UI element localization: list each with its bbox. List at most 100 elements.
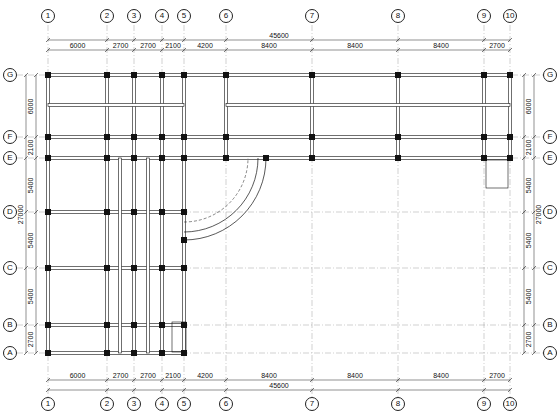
beam	[224, 75, 227, 158]
axis-bubble: 1	[41, 9, 55, 23]
column	[181, 134, 187, 140]
dimension-tick	[522, 210, 526, 214]
dimension-tick	[46, 48, 50, 52]
column	[309, 155, 315, 161]
dimension-tick	[160, 388, 164, 392]
dimension-tick	[160, 378, 164, 382]
dimension-text: 8400	[432, 42, 450, 49]
axis-bubble: F	[3, 130, 17, 144]
curved-beam	[184, 158, 266, 240]
dimension-tick	[396, 38, 400, 42]
dimension-tick	[182, 378, 186, 382]
column	[181, 209, 187, 215]
beam	[132, 75, 135, 158]
axis-label: B	[7, 321, 12, 329]
column	[45, 155, 51, 161]
axis-bubble: 4	[155, 397, 169, 411]
dimension-tick	[508, 38, 512, 42]
column	[507, 134, 513, 140]
axis-label: 1	[46, 12, 50, 20]
dimension-tick	[396, 48, 400, 52]
dimension-tick	[46, 38, 50, 42]
dimension-line	[524, 75, 525, 353]
dimension-text: 2700	[112, 42, 130, 49]
dimension-text: 27000	[18, 203, 25, 224]
dimension-tick	[532, 351, 536, 355]
axis-label: 10	[506, 12, 515, 20]
axis-label: C	[547, 264, 553, 272]
dimension-text: 6000	[525, 97, 532, 115]
column	[223, 72, 229, 78]
axis-label: 6	[224, 12, 228, 20]
dimension-text: 5400	[525, 288, 532, 306]
axis-bubble: 8	[391, 9, 405, 23]
beam	[105, 75, 108, 158]
dimension-text: 2700	[27, 330, 34, 348]
axis-bubble: G	[543, 68, 557, 82]
dimension-tick	[24, 351, 28, 355]
axis-bubble: 7	[305, 397, 319, 411]
axis-label: A	[7, 349, 12, 357]
dimension-tick	[310, 48, 314, 52]
curved-beam	[184, 158, 248, 222]
dimension-text: 2100	[525, 139, 532, 157]
column	[481, 155, 487, 161]
column	[131, 209, 137, 215]
column	[104, 155, 110, 161]
column	[131, 322, 137, 328]
axis-label: 3	[132, 12, 136, 20]
beam	[182, 75, 185, 158]
column	[395, 72, 401, 78]
column	[131, 134, 137, 140]
axis-label: A	[547, 349, 552, 357]
axis-label: 1	[46, 400, 50, 408]
beam	[508, 75, 511, 158]
dimension-tick	[310, 38, 314, 42]
dimension-tick	[34, 156, 38, 160]
column	[507, 72, 513, 78]
beam	[48, 73, 510, 76]
column	[181, 72, 187, 78]
dimension-tick	[182, 38, 186, 42]
column	[309, 134, 315, 140]
axis-bubble: F	[543, 130, 557, 144]
column	[223, 134, 229, 140]
column	[395, 134, 401, 140]
beam	[46, 75, 49, 158]
axis-bubble: D	[543, 205, 557, 219]
dimension-tick	[46, 378, 50, 382]
axis-bubble: 9	[477, 9, 491, 23]
beam	[48, 156, 510, 159]
dimension-tick	[105, 48, 109, 52]
dimension-text: 6000	[69, 372, 87, 379]
dimension-tick	[24, 266, 28, 270]
dimension-tick	[508, 388, 512, 392]
beam	[396, 75, 399, 158]
column	[104, 72, 110, 78]
column	[507, 155, 513, 161]
axis-bubble: 2	[100, 397, 114, 411]
dimension-tick	[34, 210, 38, 214]
column	[45, 134, 51, 140]
beam	[118, 158, 121, 353]
column	[104, 134, 110, 140]
dimension-line	[48, 390, 510, 391]
dimension-tick	[46, 388, 50, 392]
axis-bubble: 1	[41, 397, 55, 411]
axis-label: 7	[310, 400, 314, 408]
dimension-text: 8400	[346, 42, 364, 49]
axis-label: 8	[396, 400, 400, 408]
axis-label: B	[547, 321, 552, 329]
axis-bubble: 9	[477, 397, 491, 411]
dimension-text: 4200	[196, 372, 214, 379]
dimension-tick	[396, 378, 400, 382]
dimension-text: 2700	[525, 330, 532, 348]
dimension-tick	[224, 38, 228, 42]
axis-bubble: B	[543, 318, 557, 332]
dimension-tick	[482, 378, 486, 382]
axis-label: G	[7, 71, 13, 79]
beam	[226, 103, 510, 106]
column	[223, 155, 229, 161]
